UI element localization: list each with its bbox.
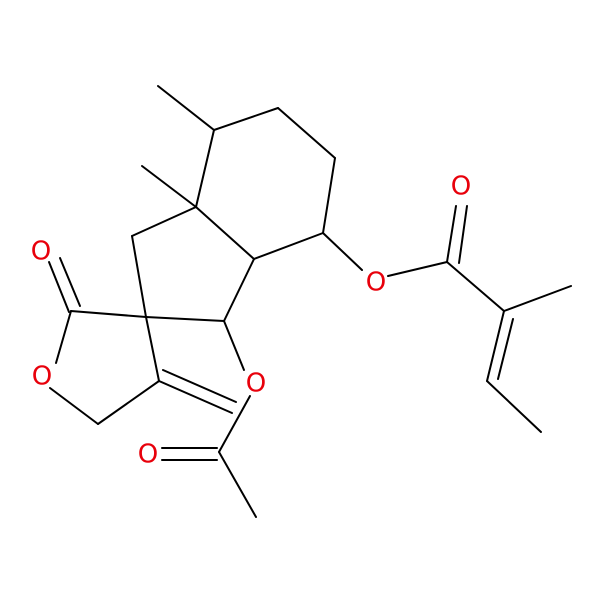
bond	[157, 85, 215, 131]
bond	[218, 395, 251, 453]
bond	[195, 206, 255, 260]
oxygen-atom-label: O	[246, 369, 266, 399]
bond	[223, 320, 245, 371]
bond	[195, 129, 215, 208]
bond	[322, 157, 336, 234]
bond	[497, 318, 514, 380]
oxygen-atom-label: O	[32, 362, 52, 392]
bond	[131, 206, 197, 237]
bond	[218, 451, 257, 518]
bond	[48, 261, 70, 313]
bond	[322, 232, 363, 271]
bond	[49, 387, 99, 425]
oxygen-atom-label: O	[31, 237, 51, 267]
bond	[162, 369, 237, 403]
bond	[387, 261, 448, 277]
bond	[213, 107, 279, 131]
bond	[59, 257, 81, 307]
bond	[158, 380, 233, 414]
bond	[55, 310, 72, 364]
bond	[145, 316, 225, 322]
bond	[503, 285, 572, 312]
oxygen-atom-label: O	[366, 268, 386, 298]
bond	[446, 261, 505, 312]
bond	[223, 258, 255, 322]
bond	[97, 380, 160, 425]
atom-labels: O O O O O O	[31, 172, 471, 470]
bond	[70, 310, 147, 318]
bond	[145, 316, 160, 382]
bond	[141, 165, 197, 208]
oxygen-atom-label: O	[138, 440, 158, 470]
bond	[277, 107, 336, 159]
bond	[131, 235, 147, 318]
bond	[446, 205, 457, 263]
bond	[486, 380, 542, 433]
bond	[458, 205, 468, 264]
bond	[253, 232, 324, 260]
oxygen-atom-label: O	[451, 172, 471, 202]
bond	[486, 310, 505, 382]
bonds	[48, 85, 572, 518]
